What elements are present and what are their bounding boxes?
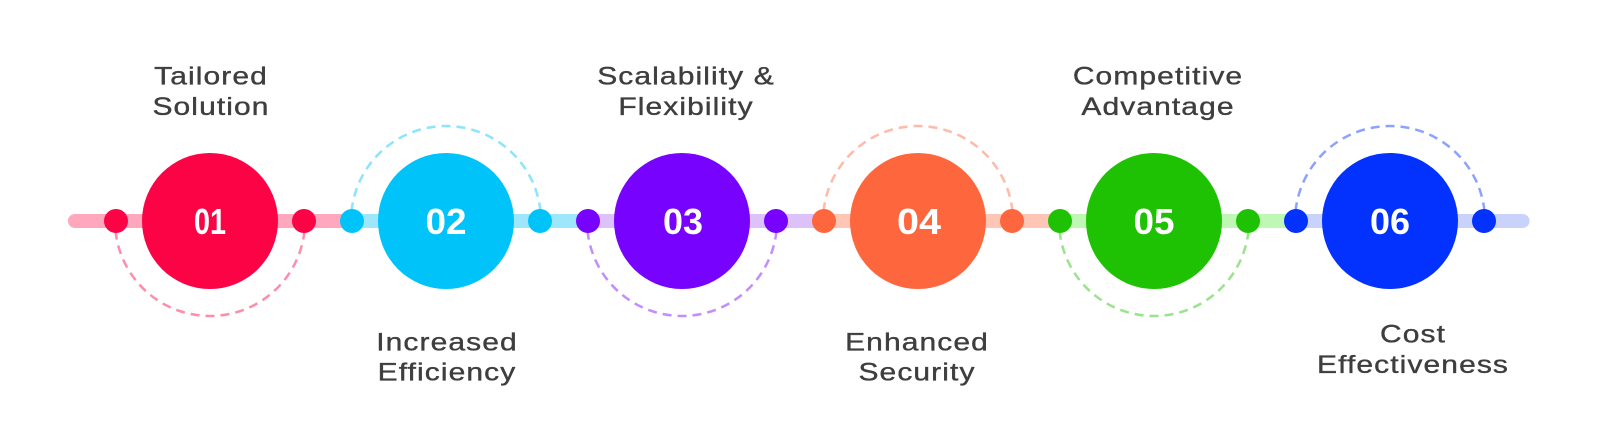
svg-text:Efficiency: Efficiency	[378, 358, 517, 386]
svg-text:Effectiveness: Effectiveness	[1317, 351, 1509, 379]
svg-text:Flexibility: Flexibility	[618, 92, 753, 120]
svg-text:Increased: Increased	[376, 328, 518, 356]
svg-text:Security: Security	[858, 358, 975, 386]
svg-text:03: 03	[663, 201, 703, 242]
svg-text:Cost: Cost	[1380, 320, 1446, 348]
svg-text:Solution: Solution	[152, 92, 269, 120]
svg-text:02: 02	[426, 201, 467, 242]
svg-text:Tailored: Tailored	[154, 62, 268, 90]
svg-text:Scalability &: Scalability &	[597, 62, 775, 90]
svg-text:04: 04	[897, 201, 941, 242]
svg-text:01: 01	[194, 201, 226, 242]
svg-text:Advantage: Advantage	[1081, 92, 1234, 120]
svg-text:05: 05	[1134, 201, 1175, 242]
svg-text:06: 06	[1370, 201, 1410, 242]
svg-text:Enhanced: Enhanced	[845, 328, 989, 356]
svg-text:Competitive: Competitive	[1073, 62, 1243, 90]
